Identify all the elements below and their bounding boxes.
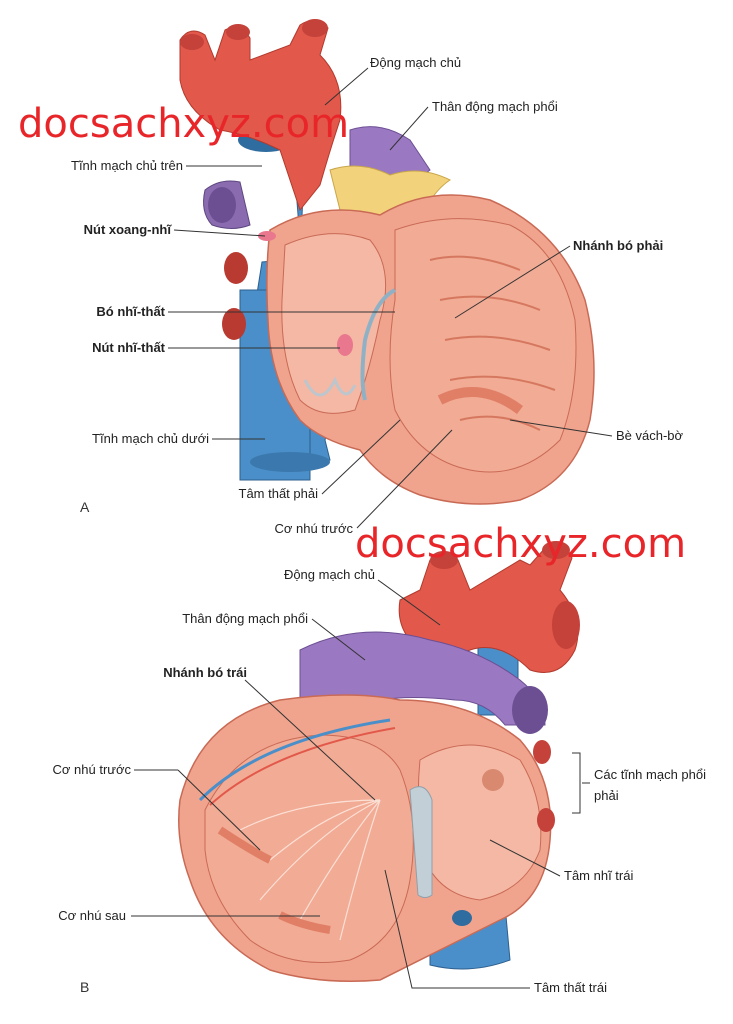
- tricuspid-valve-a: [303, 376, 357, 397]
- panel-b-heart-illustration: [178, 541, 580, 982]
- label-right-pulmonary-veins-line2: phải: [594, 788, 619, 803]
- septomarginal-trabecula-a: [437, 387, 523, 415]
- label-pulmonary-trunk-a: Thân động mạch phổi: [432, 99, 558, 114]
- pulm-vein-a1-opening: [208, 187, 236, 223]
- label-left-atrium-b: Tâm nhĩ trái: [564, 868, 633, 883]
- label-posterior-papillary-b: Cơ nhú sau: [58, 908, 126, 923]
- av-bundle-a: [360, 288, 397, 401]
- label-anterior-papillary-b: Cơ nhú trước: [53, 762, 132, 777]
- label-av-bundle-a: Bó nhĩ-thất: [96, 304, 165, 319]
- aorta-branch-b1: [430, 551, 458, 569]
- left-atrium-cavity-b: [417, 744, 542, 901]
- ivc-opening-a: [250, 452, 330, 472]
- panel-a-labels: Động mạch chủ Thân động mạch phổi Tĩnh m…: [71, 55, 684, 536]
- label-aorta-a: Động mạch chủ: [370, 55, 461, 70]
- trabeculae-a: [429, 255, 556, 431]
- label-left-bundle-branch-b: Nhánh bó trái: [163, 665, 247, 680]
- coronary-vessel-b2: [209, 727, 396, 806]
- panel-a-heart-illustration: [179, 19, 595, 505]
- label-av-node-a: Nút nhĩ-thất: [92, 340, 166, 355]
- pulmonary-trunk-opening-b: [512, 686, 548, 734]
- anterior-papillary-b: [217, 826, 272, 864]
- label-right-ventricle-a: Tâm thất phải: [239, 486, 319, 501]
- label-right-bundle-branch-a: Nhánh bó phải: [573, 238, 663, 253]
- septum-strip-b: [409, 786, 433, 898]
- label-superior-vena-cava-a: Tĩnh mạch chủ trên: [71, 158, 183, 173]
- label-septomarginal-trabecula-a: Bè vách-bờ: [616, 428, 684, 443]
- aorta-opening-b: [552, 601, 580, 649]
- coronary-vessel-b1: [198, 718, 391, 802]
- vein-opening-a2: [224, 252, 248, 284]
- panel-a-letter: A: [80, 499, 90, 515]
- pulm-vein-b2: [537, 808, 555, 832]
- av-node-a: [337, 334, 353, 356]
- sa-node-a: [258, 231, 276, 241]
- label-inferior-vena-cava-a: Tĩnh mạch chủ dưới: [92, 431, 209, 446]
- aorta-branch-a1: [180, 34, 204, 50]
- label-aorta-b: Động mạch chủ: [284, 567, 375, 582]
- panel-b-labels: Động mạch chủ Thân động mạch phổi Nhánh …: [53, 567, 707, 995]
- panel-b-leader-lines: [131, 579, 590, 989]
- label-left-ventricle-b: Tâm thất trái: [534, 980, 607, 995]
- aorta-branch-a2: [226, 24, 250, 40]
- ivc-opening-b: [452, 910, 472, 926]
- pulm-vein-opening-b1: [482, 769, 504, 791]
- posterior-papillary-b: [278, 911, 331, 934]
- left-bundle-fibers-b: [239, 799, 381, 941]
- aorta-branch-b2: [542, 541, 570, 559]
- label-right-pulmonary-veins-line1: Các tĩnh mạch phổi: [594, 767, 706, 782]
- pulm-vein-b1: [533, 740, 551, 764]
- right-atrium-cavity-a: [281, 233, 387, 414]
- right-ventricle-cavity-a: [389, 218, 577, 473]
- watermark-bottom: docsachxyz.com: [355, 521, 686, 567]
- aorta-branch-a3: [302, 19, 328, 37]
- panel-a-leader-lines: [168, 67, 613, 529]
- vein-opening-a3: [222, 308, 246, 340]
- label-sinoatrial-node-a: Nút xoang-nhĩ: [84, 222, 173, 237]
- panel-b-letter: B: [80, 979, 89, 995]
- label-pulmonary-trunk-b: Thân động mạch phổi: [182, 611, 308, 626]
- watermark-top: docsachxyz.com: [18, 101, 349, 147]
- label-anterior-papillary-a: Cơ nhú trước: [275, 521, 354, 536]
